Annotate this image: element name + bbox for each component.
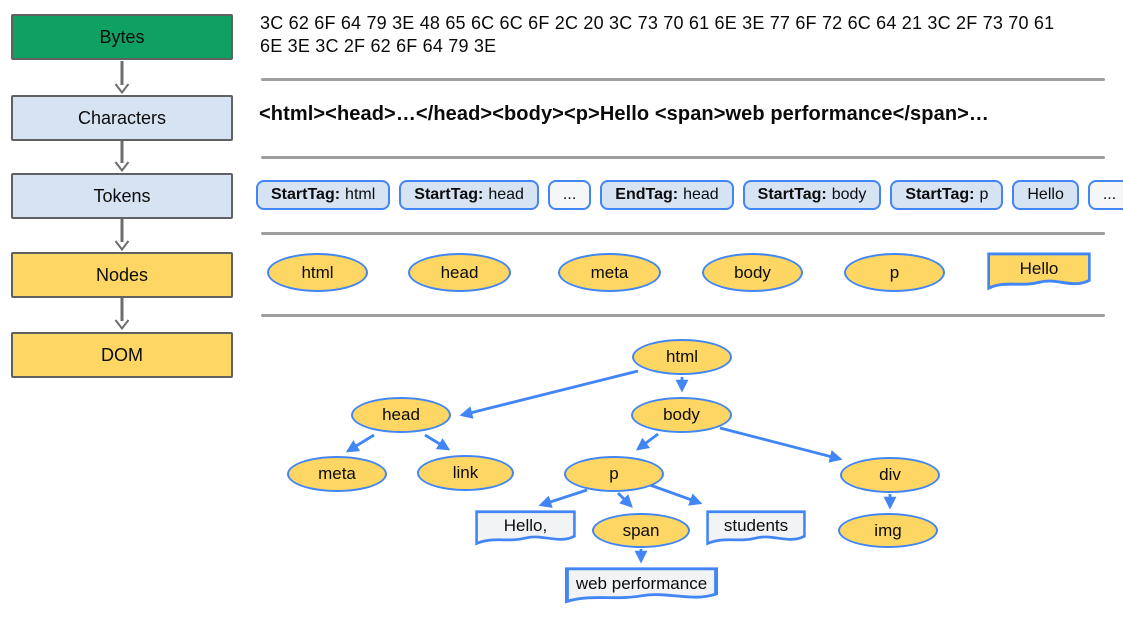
tree-node-meta: meta [287, 456, 387, 492]
stage-characters: Characters [11, 95, 233, 141]
node-ellipse-head: head [408, 253, 511, 292]
separator-bytes [261, 78, 1105, 81]
bytes-hex-text: 3C 62 6F 64 79 3E 48 65 6C 6C 6F 2C 20 3… [260, 13, 1055, 56]
flag-shape-icon [706, 510, 806, 546]
tree-node-html: html [632, 339, 732, 375]
token-starttag-head: StartTag:head [399, 180, 539, 210]
stage-nodes-label: Nodes [95, 264, 149, 285]
tree-node-img: img [838, 513, 938, 548]
tokens-row: StartTag:html StartTag:head ... EndTag:h… [256, 180, 1123, 210]
tree-node-body: body [631, 397, 732, 433]
flag-shape-icon [564, 567, 719, 604]
separator-chars [261, 156, 1105, 159]
separator-nodes [261, 314, 1105, 317]
stage-dom: DOM [11, 332, 233, 378]
characters-text: <html><head>…</head><body><p>Hello <span… [259, 103, 990, 125]
tree-node-span: span [592, 513, 690, 548]
tree-flag-web-performance: web performance [563, 566, 720, 607]
token-starttag-body: StartTag:body [742, 180, 882, 210]
stage-tokens-label: Tokens [93, 185, 151, 206]
stage-tokens: Tokens [11, 173, 233, 219]
node-ellipse-html: html [267, 253, 368, 292]
stage-characters-label: Characters [77, 107, 167, 128]
node-ellipse-body: body [702, 253, 803, 292]
token-starttag-p: StartTag:p [890, 180, 1004, 210]
tree-flag-students: students [705, 509, 807, 549]
stage-bytes: Bytes [11, 14, 233, 60]
token-ellipsis-2: ... [1087, 180, 1123, 210]
tree-node-div: div [840, 457, 940, 493]
node-ellipse-p: p [844, 253, 945, 292]
stage-dom-label: DOM [101, 344, 143, 365]
tree-flag-hello: Hello, [474, 509, 577, 549]
token-text-hello: Hello [1012, 180, 1079, 210]
tree-node-link: link [417, 455, 514, 491]
tree-node-head: head [351, 397, 451, 433]
token-endtag-head: EndTag:head [600, 180, 734, 210]
token-ellipsis-1: ... [547, 180, 592, 210]
flag-shape-icon [475, 510, 576, 546]
flag-shape-icon [987, 252, 1091, 291]
node-flag-hello: Hello [986, 251, 1092, 294]
stage-bytes-label: Bytes [99, 26, 145, 47]
node-ellipse-meta: meta [558, 253, 661, 292]
token-starttag-html: StartTag:html [256, 180, 391, 210]
tree-node-p: p [564, 456, 664, 492]
separator-tokens [261, 232, 1105, 235]
stage-nodes: Nodes [11, 252, 233, 298]
